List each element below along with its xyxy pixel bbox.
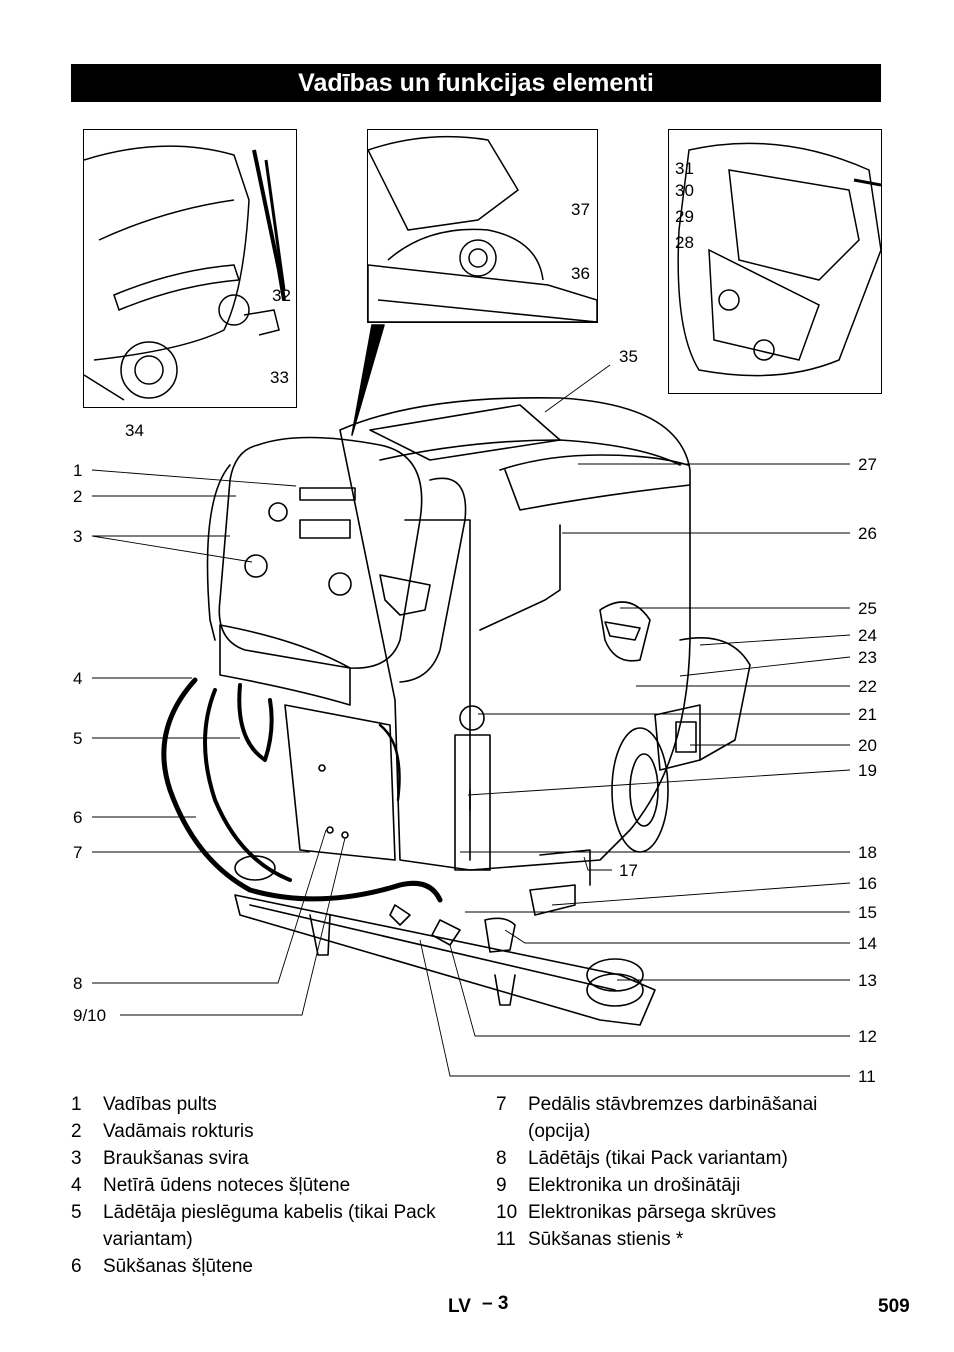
legend-item: 3 Braukšanas svira xyxy=(71,1145,471,1172)
callout-9-10: 9/10 xyxy=(73,1006,107,1025)
callout-2: 2 xyxy=(73,487,83,506)
callout-37: 37 xyxy=(571,200,590,219)
legend-text: Sūkšanas stienis * xyxy=(528,1229,684,1250)
legend-number: 7 xyxy=(496,1094,507,1115)
legend-text: Braukšanas svira xyxy=(103,1148,249,1169)
callout-11: 11 xyxy=(858,1067,876,1086)
inset-tank-drawing xyxy=(677,142,881,377)
legend-text: Elektronika un drošinātāji xyxy=(528,1175,741,1196)
legend-text: Lādētājs (tikai Pack variantam) xyxy=(528,1148,788,1169)
legend-text: Vadības pults xyxy=(103,1094,217,1115)
legend-number: 6 xyxy=(71,1256,82,1277)
legend-item: 1 Vadības pults xyxy=(71,1091,471,1118)
callout-8: 8 xyxy=(73,974,83,993)
callout-25: 25 xyxy=(858,599,877,618)
inset-hose-detail xyxy=(83,129,297,408)
legend-item: 11 Sūkšanas stienis * xyxy=(496,1226,856,1253)
legend-number: 1 xyxy=(71,1094,82,1115)
callout-30: 30 xyxy=(675,181,694,200)
legend-number: 4 xyxy=(71,1175,82,1196)
page-number: 509 xyxy=(878,1296,910,1317)
legend-number: 2 xyxy=(71,1121,82,1142)
legend-item: 10 Elektronikas pārsega skrūves xyxy=(496,1199,856,1226)
callout-18: 18 xyxy=(858,843,877,862)
callout-27: 27 xyxy=(858,455,877,474)
callout-21: 21 xyxy=(858,705,877,724)
callout-36: 36 xyxy=(571,264,590,283)
callout-5: 5 xyxy=(73,729,83,748)
callout-35: 35 xyxy=(619,347,638,366)
callout-15: 15 xyxy=(858,903,877,922)
callout-13: 13 xyxy=(858,971,877,990)
callout-6: 6 xyxy=(73,808,83,827)
callout-28: 28 xyxy=(675,233,694,252)
callout-22: 22 xyxy=(858,677,877,696)
callout-19: 19 xyxy=(858,761,877,780)
callout-24: 24 xyxy=(858,626,877,645)
callout-17: 17 xyxy=(619,861,638,880)
inset-filter-detail xyxy=(367,129,598,323)
legend-number: 5 xyxy=(71,1202,82,1223)
callout-16: 16 xyxy=(858,874,877,893)
legend-text: Pedālis stāvbremzes darbināšanai (opcija… xyxy=(528,1094,818,1142)
callout-31: 31 xyxy=(675,159,694,178)
callout-12: 12 xyxy=(858,1027,877,1046)
legend-item: 4 Netīrā ūdens noteces šļūtene xyxy=(71,1172,471,1199)
legend-left: 1 Vadības pults 2 Vadāmais rokturis 3 Brauk… xyxy=(71,1091,471,1280)
inset-tank-detail xyxy=(668,129,882,394)
legend-item: 8 Lādētājs (tikai Pack variantam) xyxy=(496,1145,856,1172)
page-title: Vadības un funkcijas elementi xyxy=(71,64,881,102)
legend-item: 6 Sūkšanas šļūtene xyxy=(71,1253,471,1280)
footer-language: LV xyxy=(448,1296,471,1317)
footer-section-page: – 3 xyxy=(482,1293,509,1314)
machine-illustration xyxy=(91,324,851,1077)
legend-item: 9 Elektronika un drošinātāji xyxy=(496,1172,856,1199)
legend-text: Sūkšanas šļūtene xyxy=(103,1256,253,1277)
legend-text: Netīrā ūdens noteces šļūtene xyxy=(103,1175,351,1196)
legend-item: 7 Pedālis stāvbremzes darbināšanai (opcij… xyxy=(496,1091,856,1145)
callout-33: 33 xyxy=(270,368,289,387)
callout-7: 7 xyxy=(73,843,83,862)
callout-3: 3 xyxy=(73,527,83,546)
callout-23: 23 xyxy=(858,648,877,667)
inset-filter-drawing xyxy=(368,135,597,322)
callout-20: 20 xyxy=(858,736,877,755)
callout-32: 32 xyxy=(272,286,291,305)
legend-text: Vadāmais rokturis xyxy=(103,1121,254,1142)
legend-right: 7 Pedālis stāvbremzes darbināšanai (opcij… xyxy=(496,1091,856,1253)
legend-number: 9 xyxy=(496,1175,507,1196)
callout-14: 14 xyxy=(858,934,877,953)
callout-34: 34 xyxy=(125,421,144,440)
legend-item: 5 Lādētāja pieslēguma kabelis (tikai Pack… xyxy=(71,1199,471,1253)
legend-text: Lādētāja pieslēguma kabelis (tikai Pack … xyxy=(103,1202,436,1250)
legend-number: 8 xyxy=(496,1148,507,1169)
legend-number: 3 xyxy=(71,1148,82,1169)
callout-4: 4 xyxy=(73,669,83,688)
legend-item: 2 Vadāmais rokturis xyxy=(71,1118,471,1145)
legend-number: 11 xyxy=(496,1229,516,1250)
callout-26: 26 xyxy=(858,524,877,543)
legend-text: Elektronikas pārsega skrūves xyxy=(528,1202,777,1223)
inset-hose-drawing xyxy=(84,145,286,401)
callout-1: 1 xyxy=(73,461,83,480)
legend-number: 10 xyxy=(496,1202,518,1223)
callout-29: 29 xyxy=(675,207,694,226)
